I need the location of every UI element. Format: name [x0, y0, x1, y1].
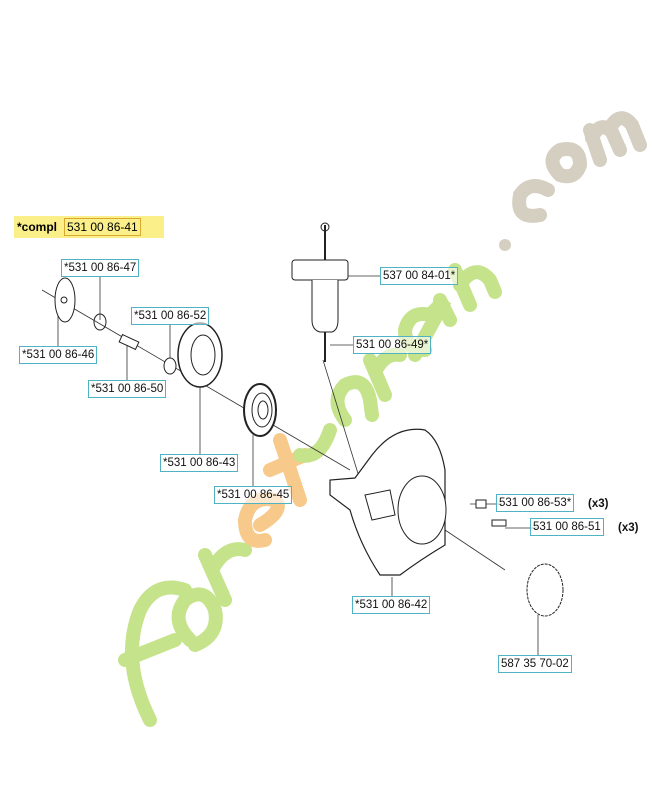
- assembly-part-number[interactable]: 531 00 86-41: [64, 218, 141, 236]
- part-spring: [243, 383, 277, 437]
- part-label-45[interactable]: *531 00 86-45: [214, 486, 293, 504]
- part-housing: [329, 428, 447, 576]
- part-label-46[interactable]: *531 00 86-46: [19, 346, 98, 364]
- part-label-47[interactable]: *531 00 86-47: [61, 259, 140, 277]
- part-label-52[interactable]: *531 00 86-52: [131, 307, 210, 325]
- assembly-label: *compl 531 00 86-41: [14, 216, 164, 238]
- part-handle: [291, 222, 349, 362]
- part-decal: [526, 563, 564, 617]
- part-screws: [475, 499, 507, 527]
- part-label-43[interactable]: *531 00 86-43: [160, 454, 239, 472]
- assembly-prefix: *compl: [17, 220, 58, 234]
- part-pulley: [177, 322, 223, 388]
- part-label-01[interactable]: 537 00 84-01*: [380, 267, 459, 285]
- quantity-51: (x3): [618, 522, 639, 534]
- part-label-49[interactable]: 531 00 86-49*: [353, 336, 432, 354]
- part-label-02[interactable]: 587 35 70-02: [498, 655, 572, 673]
- quantity-53: (x3): [588, 498, 609, 510]
- part-label-53[interactable]: 531 00 86-53*: [496, 494, 575, 512]
- part-cover-disc: [54, 277, 76, 323]
- part-label-51[interactable]: 531 00 86-51: [530, 518, 604, 536]
- part-pawl: [163, 357, 177, 375]
- part-circlip: [93, 313, 107, 331]
- part-label-50[interactable]: *531 00 86-50: [88, 380, 167, 398]
- leader-lines: [41, 275, 539, 655]
- part-screw: [118, 333, 140, 351]
- part-label-42[interactable]: *531 00 86-42: [352, 596, 431, 614]
